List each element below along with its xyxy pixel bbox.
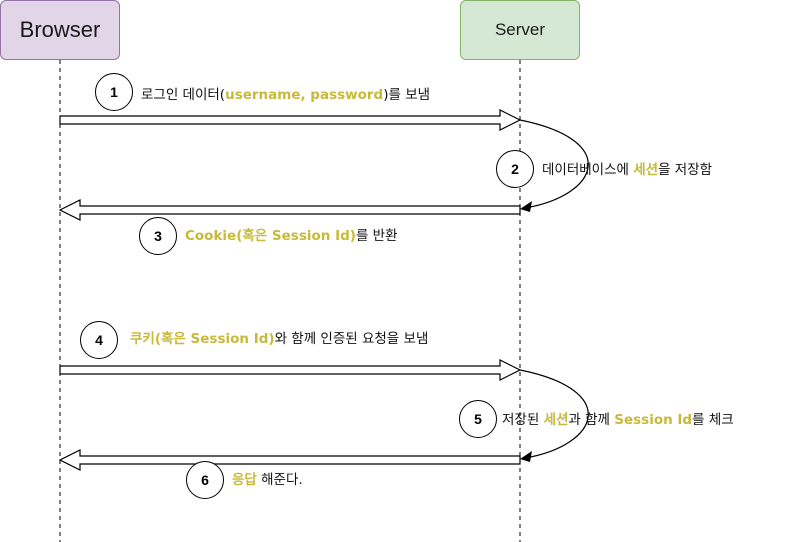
browser-participant: Browser <box>0 0 120 60</box>
step-3-label: Cookie(혹은 Session Id)를 반환 <box>185 227 398 245</box>
request-arrow-login <box>59 109 522 131</box>
step-2-text: 을 저장함 <box>658 162 713 178</box>
server-label: Server <box>494 20 546 39</box>
step-2-label: 데이터베이스에 세션을 저장함 <box>542 161 712 179</box>
step-4-badge: 4 <box>80 321 118 359</box>
step-3-badge: 3 <box>139 217 177 255</box>
step-number: 4 <box>95 332 103 348</box>
step-6-text: 해준다. <box>256 472 303 488</box>
step-1-highlight: username, password <box>225 87 384 103</box>
step-6-badge: 6 <box>186 461 224 499</box>
response-arrow-reply <box>58 449 521 471</box>
server-participant: Server <box>460 0 580 60</box>
step-5-highlight: 세션 <box>543 412 569 428</box>
step-5-label: 저장된 세션과 함께 Session Id를 체크 <box>502 411 734 429</box>
step-4-label: 쿠키(혹은 Session Id)와 함께 인증된 요청을 보냄 <box>130 330 428 348</box>
step-4-text: 와 함께 인증된 요청을 보냄 <box>274 331 429 347</box>
step-5-text: 과 함께 <box>568 412 615 428</box>
step-5-text: 저장된 <box>502 412 544 428</box>
step-1-text: 로그인 데이터( <box>141 87 226 103</box>
self-call-arrow-store-session <box>519 119 589 209</box>
step-number: 1 <box>110 84 118 100</box>
step-5-text: 를 체크 <box>692 412 734 428</box>
step-1-badge: 1 <box>95 73 133 111</box>
request-arrow-authenticated <box>59 359 522 381</box>
step-number: 2 <box>511 161 519 177</box>
step-number: 3 <box>154 228 162 244</box>
step-1-label: 로그인 데이터(username, password)를 보냄 <box>141 86 430 104</box>
step-5-highlight: Session Id <box>614 412 693 428</box>
self-call-arrow-check-session <box>519 369 589 459</box>
step-2-badge: 2 <box>496 150 534 188</box>
response-arrow-cookie <box>58 199 521 221</box>
step-3-highlight: Cookie(혹은 Session Id) <box>185 228 356 244</box>
step-6-label: 응답 해준다. <box>232 471 303 489</box>
self-call-arrowhead-1 <box>520 201 532 212</box>
step-1-text: )를 보냄 <box>383 87 431 103</box>
step-2-text: 데이터베이스에 <box>542 162 634 178</box>
self-call-arrowhead-2 <box>520 451 532 462</box>
browser-label: Browser <box>19 17 101 42</box>
step-6-highlight: 응답 <box>232 472 257 488</box>
step-5-badge: 5 <box>459 400 497 438</box>
step-number: 6 <box>201 472 209 488</box>
step-4-highlight: 쿠키(혹은 Session Id) <box>130 331 275 347</box>
step-number: 5 <box>474 411 482 427</box>
step-2-highlight: 세션 <box>633 162 659 178</box>
step-3-text: 를 반환 <box>355 228 398 244</box>
